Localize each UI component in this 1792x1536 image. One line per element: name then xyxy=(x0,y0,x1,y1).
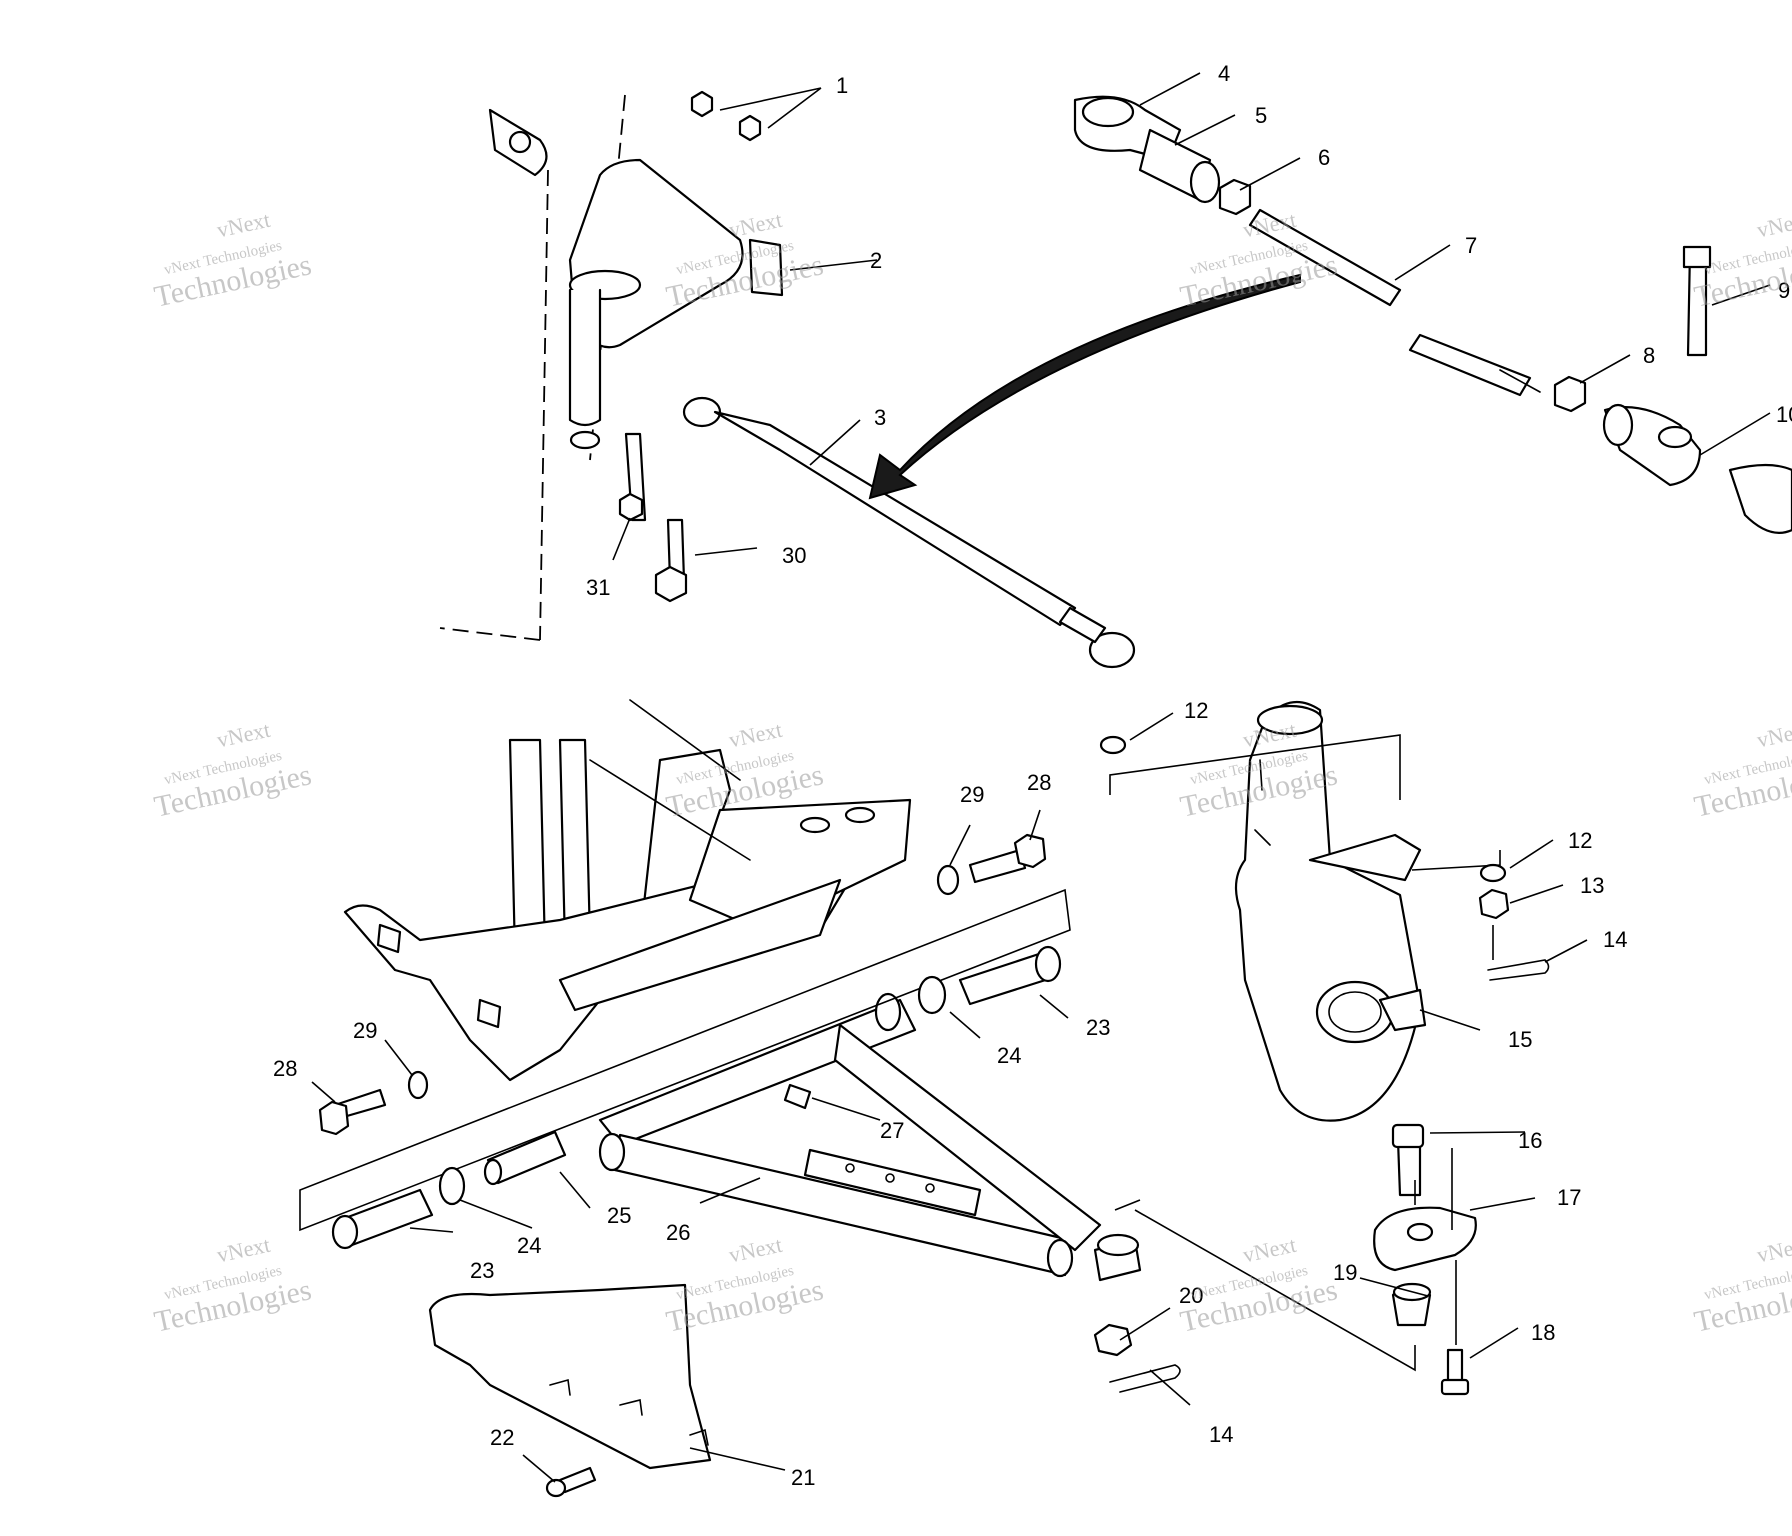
watermarks: vNext vNext Technologies Technologies vN… xyxy=(151,207,1792,1339)
callout-28-right: 28 xyxy=(1027,770,1051,795)
callout-8: 8 xyxy=(1643,343,1655,368)
callout-18: 18 xyxy=(1531,1320,1555,1345)
callout-4: 4 xyxy=(1218,61,1230,86)
washer-12-right xyxy=(1479,863,1507,883)
svg-text:vNext: vNext xyxy=(215,207,273,243)
watermark-3: vNext vNext Technologies Technologies xyxy=(1177,207,1340,314)
tie-rod-7 xyxy=(1248,208,1541,397)
castle-nut-13 xyxy=(1478,888,1510,920)
callout-28-left: 28 xyxy=(273,1056,297,1081)
svg-text:vNext: vNext xyxy=(1755,717,1792,753)
bolt-28-right xyxy=(968,833,1047,884)
nut-8 xyxy=(1553,375,1587,413)
svg-text:vNext: vNext xyxy=(215,717,273,753)
tie-rod-3 xyxy=(682,396,1136,669)
spacer-24-left xyxy=(438,1166,466,1206)
a-arm-26 xyxy=(598,992,1102,1278)
callout-7: 7 xyxy=(1465,233,1477,258)
callout-31: 31 xyxy=(586,575,610,600)
spacer-24-right xyxy=(917,975,947,1015)
callout-1: 1 xyxy=(836,73,848,98)
callout-2: 2 xyxy=(870,248,882,273)
callout-23-left: 23 xyxy=(470,1258,494,1283)
spindle-15 xyxy=(1109,700,1501,1122)
leader-lines xyxy=(311,72,1771,1483)
callout-27: 27 xyxy=(880,1118,904,1143)
watermark-8: vNext vNext Technologies Technologies xyxy=(1691,717,1792,824)
nut-6 xyxy=(1218,178,1252,216)
callout-19: 19 xyxy=(1333,1260,1357,1285)
watermark-1: vNext vNext Technologies Technologies xyxy=(151,207,314,314)
ball-joint-20 xyxy=(1093,1233,1142,1357)
callout-9: 9 xyxy=(1778,278,1790,303)
bolt-9 xyxy=(1682,245,1712,357)
assembly-arrow xyxy=(868,273,1301,500)
bushing-23-left xyxy=(331,1188,434,1250)
watermark-5: vNext vNext Technologies Technologies xyxy=(151,717,314,824)
plate-17 xyxy=(1373,1206,1477,1272)
callout-14-lower: 14 xyxy=(1209,1422,1233,1447)
callout-24-right: 24 xyxy=(997,1043,1021,1068)
grease-fitting-27 xyxy=(783,1083,812,1110)
pivot-pin-25 xyxy=(483,1130,567,1186)
cotter-pin-14-upper xyxy=(1487,959,1550,981)
callout-10: 10 xyxy=(1776,402,1792,427)
callout-29-left: 29 xyxy=(353,1018,377,1043)
callout-30: 30 xyxy=(782,543,806,568)
jam-sleeve-5 xyxy=(1138,128,1221,204)
callout-24-left: 24 xyxy=(517,1233,541,1258)
callout-12-top: 12 xyxy=(1184,698,1208,723)
callout-25: 25 xyxy=(607,1203,631,1228)
svg-text:vNext: vNext xyxy=(1241,1232,1299,1268)
bolt-28-left xyxy=(318,1088,387,1136)
callout-20: 20 xyxy=(1179,1283,1203,1308)
callout-22: 22 xyxy=(490,1425,514,1450)
svg-text:vNext: vNext xyxy=(727,717,785,753)
callout-16: 16 xyxy=(1518,1128,1542,1153)
washer-29-right xyxy=(936,864,960,896)
callout-3: 3 xyxy=(874,405,886,430)
callout-6: 6 xyxy=(1318,145,1330,170)
bolt-31 xyxy=(618,432,647,522)
bolt-18 xyxy=(1440,1348,1470,1396)
skid-plate-21 xyxy=(428,1283,712,1470)
washer-29-left xyxy=(407,1070,429,1100)
callout-12-right: 12 xyxy=(1568,828,1592,853)
watermark-12: vNext vNext Technologies Technologies xyxy=(1691,1232,1792,1339)
bushing-23-right xyxy=(958,945,1062,1006)
svg-text:vNext: vNext xyxy=(215,1232,273,1268)
washer-12-top xyxy=(1099,735,1127,755)
steering-post xyxy=(439,90,784,641)
rod-end-10 xyxy=(1602,403,1792,534)
callout-23-right: 23 xyxy=(1086,1015,1110,1040)
svg-text:vNext: vNext xyxy=(727,1232,785,1268)
callout-29-right: 29 xyxy=(960,782,984,807)
bolt-30 xyxy=(654,518,688,603)
cotter-pin-14-lower xyxy=(1109,1364,1181,1393)
screw-22 xyxy=(545,1466,597,1498)
bolt-16 xyxy=(1391,1123,1425,1197)
watermark-9: vNext vNext Technologies Technologies xyxy=(151,1232,314,1339)
svg-text:vNext: vNext xyxy=(1755,1232,1792,1268)
callout-26: 26 xyxy=(666,1220,690,1245)
callout-13: 13 xyxy=(1580,873,1604,898)
frame-section xyxy=(343,699,912,1082)
svg-text:vNext: vNext xyxy=(1755,207,1792,243)
callout-17: 17 xyxy=(1557,1185,1581,1210)
callout-15: 15 xyxy=(1508,1027,1532,1052)
svg-text:vNext: vNext xyxy=(727,207,785,243)
callout-labels: 1 2 3 4 5 6 7 8 9 10 31 30 12 12 13 14 1… xyxy=(273,61,1792,1490)
callout-21: 21 xyxy=(791,1465,815,1490)
ball-joint-19 xyxy=(1391,1282,1432,1327)
callout-5: 5 xyxy=(1255,103,1267,128)
callout-14-upper: 14 xyxy=(1603,927,1627,952)
